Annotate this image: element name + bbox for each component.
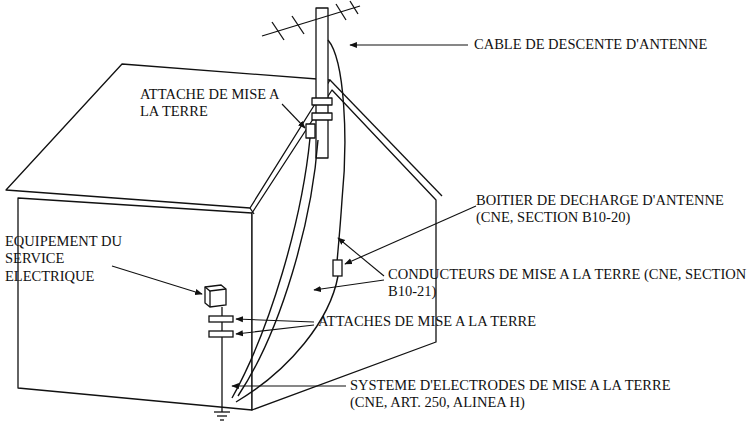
label-text: ATTACHE DE MISE A LA TERRE [140,86,290,121]
label-text: BOITIER DE DECHARGE D'ANTENNE (CNE, SECT… [476,192,748,227]
mast-clamp [312,98,332,105]
ground-clamp [306,124,315,138]
mast-clamp [312,113,332,120]
lead-in-cable [328,40,345,262]
label-text: EQUIPEMENT DU SERVICE ELECTRIQUE [5,233,123,285]
leader-line [112,45,476,386]
ground-clamp [209,331,233,337]
side-wall [18,198,252,410]
label-text: CONDUCTEURS DE MISE A LA TERRE (CNE, SEC… [388,266,748,301]
roof-edge [330,80,442,196]
ground-symbol [214,412,230,420]
electrode-conductor [221,307,222,412]
antenna [262,1,360,40]
label-text: SYSTEME D'ELECTRODES DE MISE A LA TERRE … [350,377,680,412]
discharge-unit [333,260,342,276]
ground-conductor [232,138,310,398]
label-text: ATTACHES DE MISE A LA TERRE [318,313,536,330]
ground-conductor [238,140,318,396]
ground-clamp [209,316,233,322]
antenna-mast [316,8,328,158]
ground-conductor [236,276,338,402]
service-equipment [205,285,226,307]
roof [6,64,330,208]
label-text: CABLE DE DESCENTE D'ANTENNE [474,36,707,53]
